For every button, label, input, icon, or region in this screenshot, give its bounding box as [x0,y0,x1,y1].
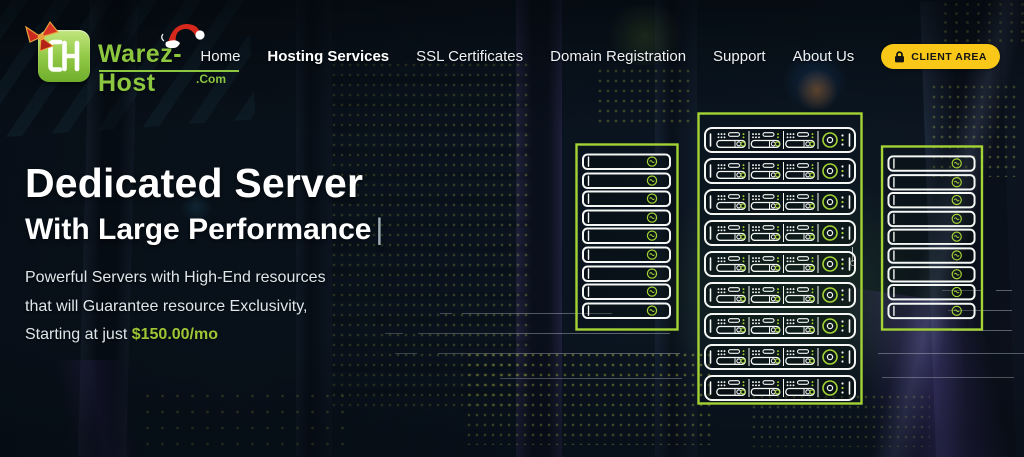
top-navigation-bar: Warez-Host .Com Home Hosting Services SS… [0,0,1024,100]
site-logo[interactable]: Warez-Host .Com [24,20,239,97]
hero-description-line3: Starting at just [25,326,132,343]
nav-item-about-us[interactable]: About Us [792,48,855,65]
hero-subtitle: With Large Performance| [25,209,545,251]
hero-description-line1: Powerful Servers with High-End resources [25,269,326,286]
gift-bow-icon [25,20,60,52]
server-rack-illustration-right [880,145,984,331]
nav-item-ssl-certificates[interactable]: SSL Certificates [416,48,524,65]
lock-icon [895,50,905,62]
nav-item-support[interactable]: Support [713,48,766,65]
hero-title: Dedicated Server [25,157,545,209]
hero-title-text: Dedicated Server [25,160,364,206]
hero-description-line2: that will Guarantee resource Exclusivity… [25,297,308,315]
logo-tld: .Com [196,72,226,86]
nav-item-domain-registration[interactable]: Domain Registration [550,48,687,65]
client-area-label: CLIENT AREA [911,50,987,63]
hero-section: Dedicated Server With Large Performance|… [25,157,545,350]
logo-monogram-glyph [48,39,80,72]
client-area-button[interactable]: CLIENT AREA [881,44,1000,69]
hero-price: $150.00/mo [131,326,218,343]
nav-item-hosting-services[interactable]: Hosting Services [267,48,390,65]
server-rack-illustration-center [697,112,863,405]
main-menu: Home Hosting Services SSL Certificates D… [200,44,1000,69]
hero-description: Powerful Servers with High-End resources… [25,264,545,350]
santa-hat-icon [161,24,205,49]
hero-subtitle-text: With Large Performance [25,213,372,246]
nav-item-home[interactable]: Home [200,48,241,65]
typing-cursor: | [375,213,384,246]
logo-underline [99,70,239,72]
server-rack-illustration-left [575,143,679,331]
